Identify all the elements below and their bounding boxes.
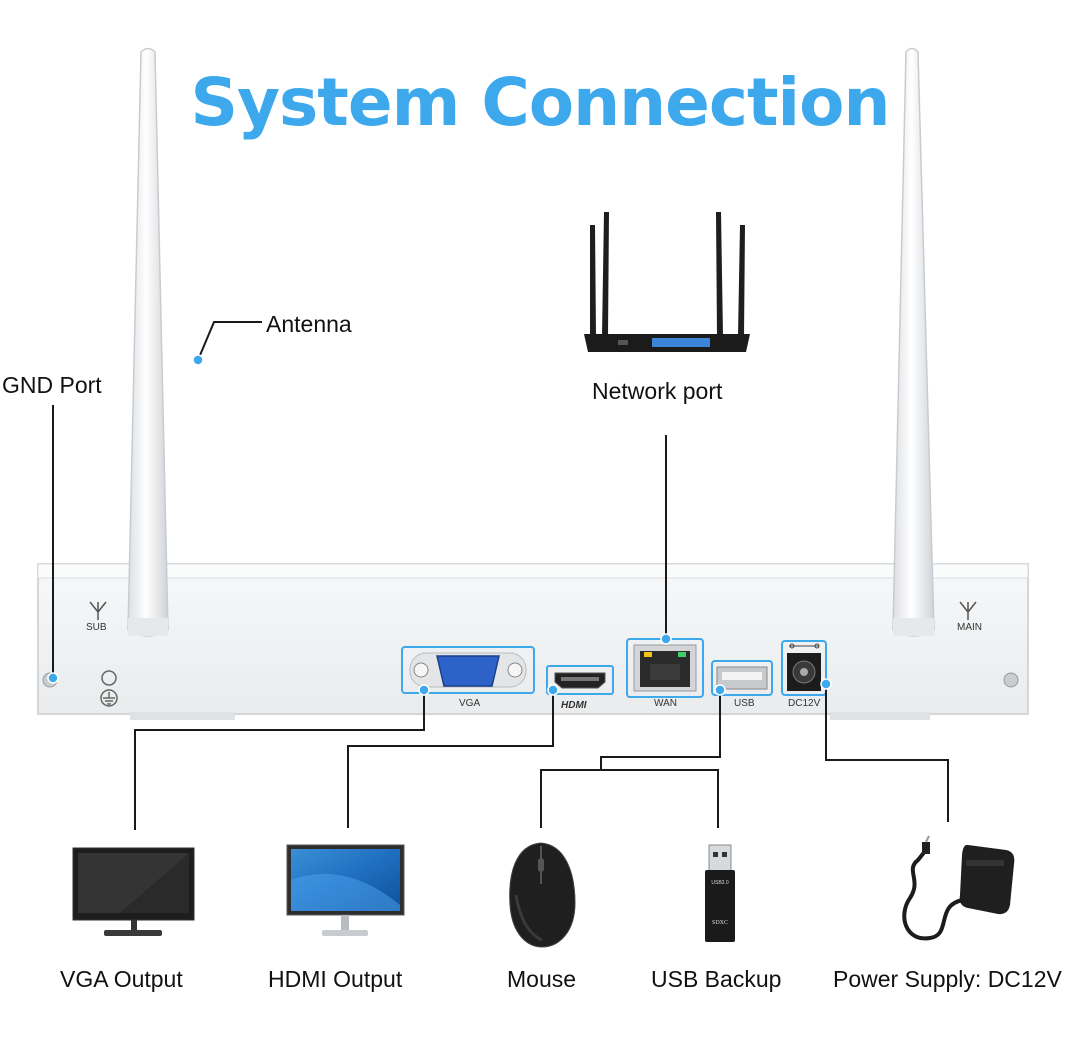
usb-port-label: USB (734, 698, 755, 709)
antenna-symbol-icon (89, 601, 977, 620)
usb-port (711, 660, 773, 696)
gnd-port-label: GND Port (2, 372, 102, 398)
antenna-label: Antenna (266, 311, 352, 337)
nvr-rear-panel (37, 563, 1029, 720)
wan-port (626, 638, 704, 698)
hdmi-port (546, 665, 614, 695)
network-port-label: Network port (592, 378, 723, 404)
monitor-icon (286, 844, 405, 936)
hdmi-port-label: HDMI (561, 700, 587, 711)
vga-connection-line (134, 690, 425, 830)
power-adapter-icon (902, 835, 1015, 941)
usb-reader-text-top: USB3.0 (711, 880, 728, 886)
power-connection-line (825, 684, 949, 822)
left-antenna (127, 47, 169, 637)
router-icon (584, 212, 750, 352)
power-supply-label: Power Supply: DC12V (833, 966, 1062, 992)
page-title: System Connection (190, 64, 890, 141)
callout-dots (47, 354, 832, 696)
dc-power-port (781, 640, 827, 696)
usb-backup-label: USB Backup (651, 966, 782, 992)
antenna-callout-line (197, 321, 262, 361)
vga-port (401, 646, 535, 694)
screw-icon (1003, 672, 1019, 688)
mouse-label: Mouse (507, 966, 577, 992)
mouse-connection-line (540, 690, 721, 828)
hdmi-connection-line (347, 690, 554, 828)
callout-lines (52, 321, 949, 830)
wan-port-label: WAN (654, 698, 677, 709)
usb-card-reader-icon: USB3.0 SDXC (705, 844, 735, 942)
main-antenna-label: MAIN (957, 622, 982, 633)
monitor-icon (72, 847, 195, 936)
vga-port-label: VGA (459, 698, 481, 709)
dc-port-label: DC12V (788, 698, 821, 709)
usb-backup-connection-line (601, 769, 719, 828)
ground-symbol-icon (100, 670, 118, 707)
usb-reader-text-mid: SDXC (712, 920, 728, 926)
right-antenna (892, 47, 935, 637)
mouse-icon (509, 842, 576, 948)
sub-antenna-label: SUB (86, 622, 107, 633)
vga-output-label: VGA Output (60, 966, 183, 992)
hdmi-output-label: HDMI Output (268, 966, 403, 992)
